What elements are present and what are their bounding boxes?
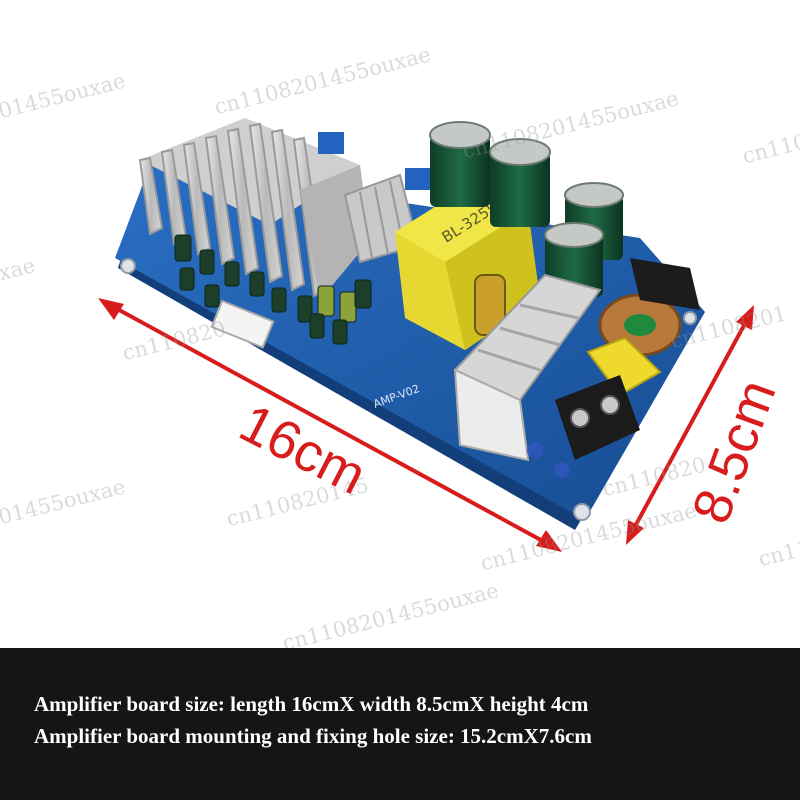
board-photo: BL-3255	[98, 118, 754, 552]
main-heatsink	[138, 118, 370, 300]
length-arrow	[98, 298, 562, 552]
power-switch	[630, 258, 700, 310]
caption-band: Amplifier board size: length 16cmX width…	[0, 648, 800, 800]
right-heatsink	[453, 273, 602, 462]
y-capacitors	[527, 442, 570, 478]
width-arrow	[626, 305, 754, 545]
terminal-block-top	[318, 132, 344, 154]
signal-connector	[210, 299, 275, 349]
caption-line-mounting: Amplifier board mounting and fixing hole…	[34, 724, 592, 748]
board-illustration: BL-3255	[98, 118, 754, 552]
caption-line-size: Amplifier board size: length 16cmX width…	[34, 692, 589, 716]
terminal-block-top-2	[405, 168, 431, 190]
ac-terminal	[555, 375, 640, 460]
small-capacitors	[174, 234, 372, 345]
